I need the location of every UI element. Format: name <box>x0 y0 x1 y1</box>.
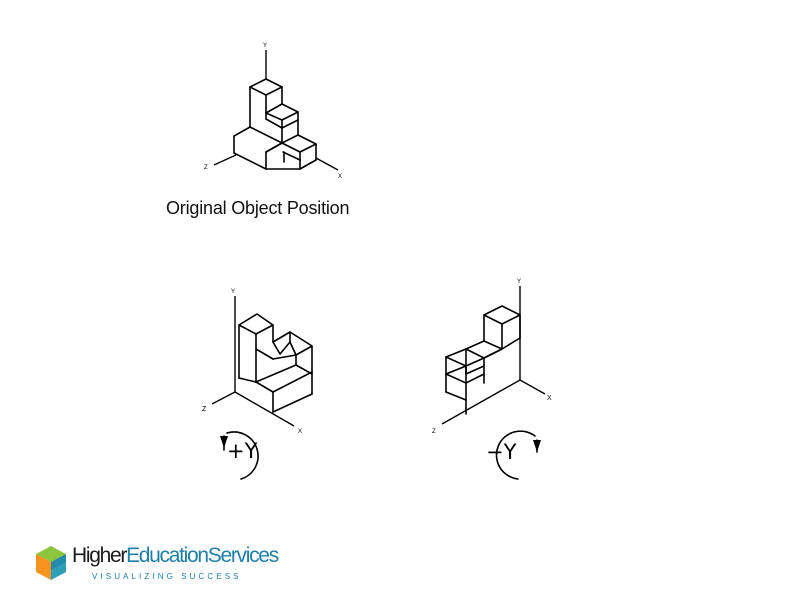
minus-y-z-axis <box>441 379 521 425</box>
logo-cube-icon <box>36 546 66 580</box>
minus-y-figure: Y X Z <box>432 279 552 480</box>
higher-education-services-logo: HigherEducationServices VISUALIZING SUCC… <box>34 542 279 586</box>
plus-y-label: +Y <box>227 439 258 463</box>
plus-y-z-axis <box>211 391 236 405</box>
logo-brand-text: HigherEducationServices <box>72 544 279 568</box>
minus-y-y-axis-label: Y <box>517 279 521 285</box>
minus-y-object <box>445 305 521 415</box>
logo-brand-higher: Higher <box>72 544 127 567</box>
plus-y-figure: Y Z X <box>202 289 313 480</box>
logo-tagline: VISUALIZING SUCCESS <box>92 572 242 581</box>
minus-y-label: −Y <box>486 440 517 464</box>
plus-y-z-axis-label: Z <box>202 406 207 413</box>
original-z-axis-label: Z <box>204 165 208 171</box>
original-object-caption: Original Object Position <box>166 198 350 218</box>
original-x-axis <box>315 157 339 171</box>
plus-y-object <box>238 313 313 413</box>
minus-y-z-axis-label: Z <box>432 429 436 435</box>
original-object-figure: Y Z X <box>204 43 342 180</box>
logo-brand-services: Services <box>207 544 279 567</box>
original-x-axis-label: X <box>338 174 342 180</box>
logo-brand-education: Education <box>126 544 209 567</box>
plus-y-x-axis-label: X <box>298 429 302 435</box>
minus-y-x-axis-label: X <box>547 395 552 402</box>
minus-y-rotation-arrow-icon <box>495 430 541 480</box>
plus-y-x-axis <box>234 391 295 427</box>
plus-y-rotation-arrow-icon <box>220 431 259 480</box>
original-object <box>233 78 317 170</box>
plus-y-y-axis-label: Y <box>231 289 235 295</box>
original-y-axis-label: Y <box>263 43 267 49</box>
original-z-axis <box>213 154 237 166</box>
minus-y-x-axis <box>519 379 546 395</box>
